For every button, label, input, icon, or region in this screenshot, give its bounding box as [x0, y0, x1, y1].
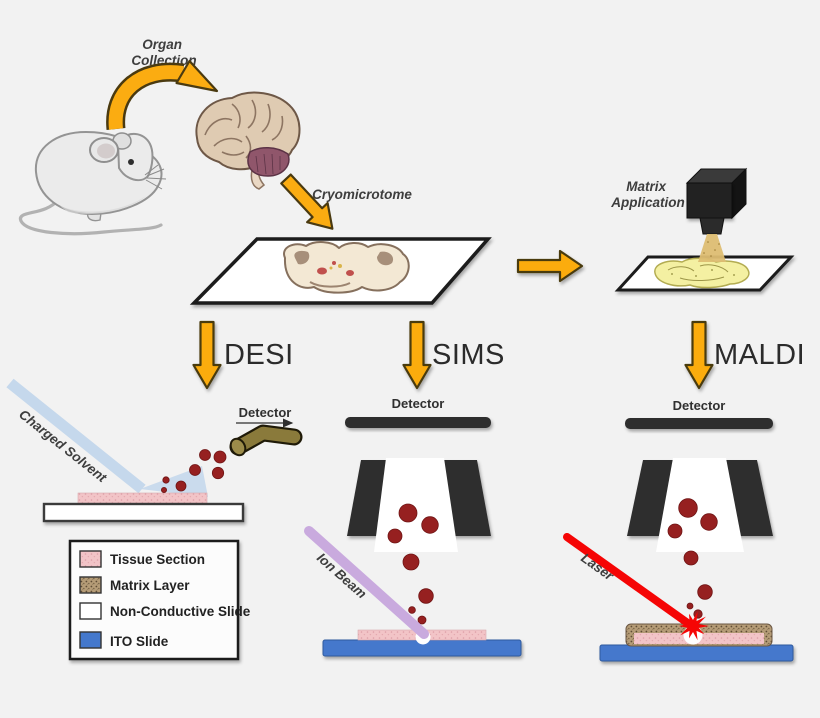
maldi-detector-label: Detector	[673, 398, 726, 413]
matrix-section-texture	[667, 264, 729, 281]
organ-collection-line1: Organ	[142, 37, 182, 52]
maldi-title: MALDI	[714, 339, 805, 371]
brain-section-dot	[329, 266, 333, 270]
tissue-slide	[189, 237, 492, 305]
sims-detector-label: Detector	[392, 396, 445, 411]
spray-speckles	[703, 241, 720, 257]
cryomicrotome-label: Cryomicrotome	[312, 187, 412, 202]
sims-droplets	[387, 503, 439, 625]
brain-section	[283, 241, 410, 294]
legend: Tissue Section Matrix Layer Non-Conducti…	[68, 539, 251, 661]
sims-panel: Detector Ion Beam	[304, 396, 522, 657]
laser-beam	[563, 533, 693, 628]
mouse-whiskers	[144, 164, 167, 190]
desi-nonconductive-slide	[42, 502, 245, 523]
brain-section-dot	[338, 264, 342, 268]
brain-section-patch	[377, 251, 394, 266]
maldi-ito-slide	[599, 644, 794, 662]
mouse-shading	[60, 196, 146, 215]
legend-label-ito: ITO Slide	[110, 634, 169, 649]
desi-detector-tube	[229, 424, 303, 457]
legend-swatch-tissue	[79, 550, 102, 568]
cryomicrotome-arrow	[280, 173, 334, 230]
desi-droplets	[160, 449, 227, 493]
matrix-slide-group	[614, 255, 795, 292]
legend-swatch-matrix	[79, 576, 102, 594]
desi-title: DESI	[224, 339, 294, 371]
tube-opening	[229, 437, 247, 457]
spray-cone	[698, 234, 726, 262]
legend-label-nonconductive: Non-Conductive Slide	[110, 604, 251, 619]
brain-section-spot	[317, 267, 327, 275]
to-matrix-arrow	[516, 249, 584, 283]
matrix-coated-section	[654, 257, 750, 289]
sims-arrow	[402, 320, 432, 390]
brain-section-patch	[294, 250, 310, 265]
brain-gyri	[204, 99, 284, 159]
matrix-label-line1: Matrix	[626, 179, 666, 194]
brain-illustration	[195, 91, 301, 190]
maldi-arrow	[684, 320, 714, 390]
desi-arrow	[192, 320, 222, 390]
matrix-section-speckles	[671, 269, 735, 277]
mouse-ear-inner	[97, 143, 115, 159]
legend-swatch-ito	[79, 631, 102, 649]
legend-swatch-nonconductive	[79, 602, 102, 620]
legend-label-matrix: Matrix Layer	[110, 578, 190, 593]
desi-tissue-section	[77, 492, 208, 505]
sprayer-body	[686, 182, 733, 219]
matrix-application-label: Matrix Application	[610, 179, 685, 210]
mouse-eye	[128, 159, 134, 165]
brain-section-spot	[346, 270, 354, 276]
desi-detector-label: Detector	[239, 405, 292, 420]
sims-ion-path	[374, 458, 458, 552]
matrix-sprayer	[685, 167, 748, 262]
charged-solvent-beam	[6, 378, 146, 494]
laser-starburst	[679, 611, 709, 641]
sprayer-nozzle	[699, 217, 725, 235]
ion-beam	[304, 526, 429, 639]
mouse-illustration	[19, 130, 167, 236]
maldi-droplets	[667, 498, 718, 619]
organ-collection-arrow	[106, 59, 219, 131]
mouse-tail	[19, 198, 163, 236]
brain-section-spot	[332, 261, 336, 265]
brain-cerebellum	[247, 147, 290, 177]
brain-cerebellum-texture	[255, 153, 281, 175]
sims-title: SIMS	[432, 339, 505, 371]
brain-section-fold	[309, 281, 351, 288]
maldi-panel: Detector Laser	[563, 398, 794, 662]
matrix-label-line2: Application	[610, 195, 685, 210]
maldi-detector-bar	[625, 418, 773, 429]
sims-detector-bar	[345, 417, 491, 428]
legend-label-tissue: Tissue Section	[110, 552, 205, 567]
